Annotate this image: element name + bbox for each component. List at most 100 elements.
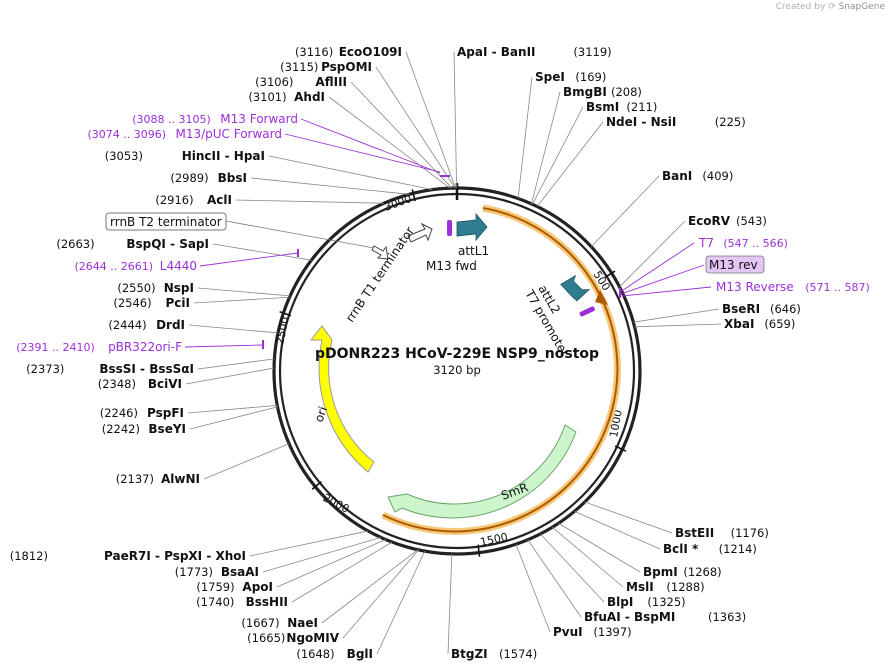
orf-outline — [381, 204, 621, 535]
enzyme-name: ApaI - BanII — [457, 45, 536, 59]
primer-leader — [184, 344, 264, 348]
primer-name: M13 rev — [709, 258, 758, 272]
enzyme-name: BstEII — [675, 526, 714, 540]
primer-range: (547 .. 566) — [723, 237, 788, 250]
primer-labels: M13 Forward(3088 .. 3105)M13/pUC Forward… — [16, 112, 870, 354]
enzyme-name: AhdI — [294, 90, 325, 104]
primer-highlight-box — [705, 255, 765, 274]
enzyme-position: (1648) — [296, 647, 334, 661]
enzyme-name: AclI — [207, 193, 232, 207]
enzyme-position: (2246) — [100, 406, 138, 420]
snapgene-logo-icon: ⟳ — [828, 2, 836, 12]
enzyme-position: (1288) — [666, 580, 704, 594]
enzyme-leader — [619, 220, 686, 288]
l4440-marker — [297, 249, 299, 257]
primer-leader — [621, 286, 712, 297]
enzyme-name: PspFI — [147, 406, 184, 420]
enzyme-leader — [376, 550, 426, 655]
tick-line — [411, 189, 416, 202]
enzyme-leader — [531, 91, 561, 204]
enzyme-position: (3116) — [295, 45, 333, 59]
enzyme-position: (225) — [715, 115, 746, 129]
snapgene-credit: Created by ⟳ SnapGene — [775, 2, 885, 12]
rrnb-t2-leader — [225, 220, 375, 249]
enzyme-leader — [203, 443, 290, 480]
primer-name: T7 — [698, 236, 714, 250]
enzyme-position: (3053) — [105, 149, 143, 163]
m13-fwd-marker — [447, 220, 452, 236]
tick-line — [604, 270, 616, 279]
enzyme-leader — [536, 121, 604, 207]
enzyme-name: EcoRV — [688, 214, 731, 228]
ori-feature — [309, 325, 375, 473]
enzyme-name: NdeI - NsiI — [606, 115, 676, 129]
enzyme-name: BpmI — [643, 565, 678, 579]
enzyme-position: (169) — [575, 70, 606, 84]
enzyme-leader — [375, 66, 456, 189]
enzyme-name: EcoO109I — [339, 45, 402, 59]
enzyme-leader — [193, 296, 290, 304]
enzyme-labels: EcoO109I(3116)PspOMI(3115)AflIII(3106)Ah… — [10, 45, 801, 661]
primer-name: L4440 — [160, 259, 197, 273]
enzyme-name: BglI — [347, 647, 373, 661]
enzyme-name: BmgBI — [563, 85, 607, 99]
tick-label: 2500 — [273, 316, 292, 346]
orf-arc — [382, 207, 619, 533]
enzyme-name: PaeR7I - PspXI - XhoI — [104, 549, 246, 563]
orf-arrow-head — [595, 290, 608, 305]
primer-leader — [284, 133, 441, 173]
enzyme-leader — [276, 539, 386, 588]
enzyme-leader — [447, 553, 453, 655]
enzyme-position: (1740) — [196, 595, 234, 609]
enzyme-name: ApoI — [242, 580, 273, 594]
enzyme-name: BclI * — [663, 542, 699, 556]
enzyme-name: NspI — [164, 281, 194, 295]
primer-range: (3088 .. 3105) — [132, 113, 211, 126]
rrnb-t2-label: rrnB T2 terminator — [110, 215, 222, 229]
enzyme-name: SpeI — [535, 70, 565, 84]
enzyme-leader — [321, 549, 419, 624]
enzyme-position: (1574) — [499, 647, 537, 661]
enzyme-name: HincII - HpaI — [182, 149, 265, 163]
enzyme-position: (211) — [626, 100, 657, 114]
primer-range: (3074 .. 3096) — [87, 128, 166, 141]
enzyme-position: (1214) — [719, 542, 757, 556]
enzyme-leader — [633, 308, 720, 323]
enzyme-leader — [189, 406, 278, 430]
enzyme-leader — [574, 510, 661, 550]
enzyme-leader — [235, 199, 384, 204]
enzyme-position: (1176) — [731, 526, 769, 540]
enzyme-position: (659) — [764, 317, 795, 331]
primer-leader — [300, 118, 441, 174]
enzyme-leader — [453, 51, 458, 189]
enzyme-leader — [552, 526, 624, 588]
enzyme-name: PciI — [166, 296, 191, 310]
t7-marker — [619, 288, 621, 298]
enzyme-leader — [515, 544, 551, 633]
enzyme-leader — [262, 537, 382, 573]
enzyme-name: BspQI - SapI — [126, 237, 209, 251]
rrnb-t1-label: rrnB T1 terminator — [343, 224, 417, 324]
enzyme-name: BseRI — [722, 302, 760, 316]
tick-line — [279, 311, 292, 317]
primer-name: M13/pUC Forward — [175, 127, 282, 141]
enzyme-position: (2550) — [117, 281, 155, 295]
enzyme-name: BlpI — [607, 595, 633, 609]
m13-forward-marker — [440, 175, 450, 177]
enzyme-position: (1667) — [241, 616, 279, 630]
enzyme-leader — [249, 530, 369, 557]
enzyme-position: (1325) — [647, 595, 685, 609]
enzyme-name: BssHII — [246, 595, 288, 609]
enzyme-leader — [405, 51, 456, 189]
enzyme-name: AflIII — [315, 75, 347, 89]
enzyme-name: BciVI — [148, 377, 182, 391]
enzyme-name: BanI — [662, 169, 692, 183]
enzyme-position: (1812) — [10, 549, 48, 563]
primer-leader — [619, 242, 695, 293]
enzyme-name: DrdI — [156, 318, 185, 332]
smr-feature — [387, 424, 577, 519]
enzyme-position: (409) — [702, 169, 733, 183]
enzyme-name: BsmI — [586, 100, 619, 114]
attl2-feature — [560, 274, 591, 302]
enzyme-position: (2137) — [116, 472, 154, 486]
